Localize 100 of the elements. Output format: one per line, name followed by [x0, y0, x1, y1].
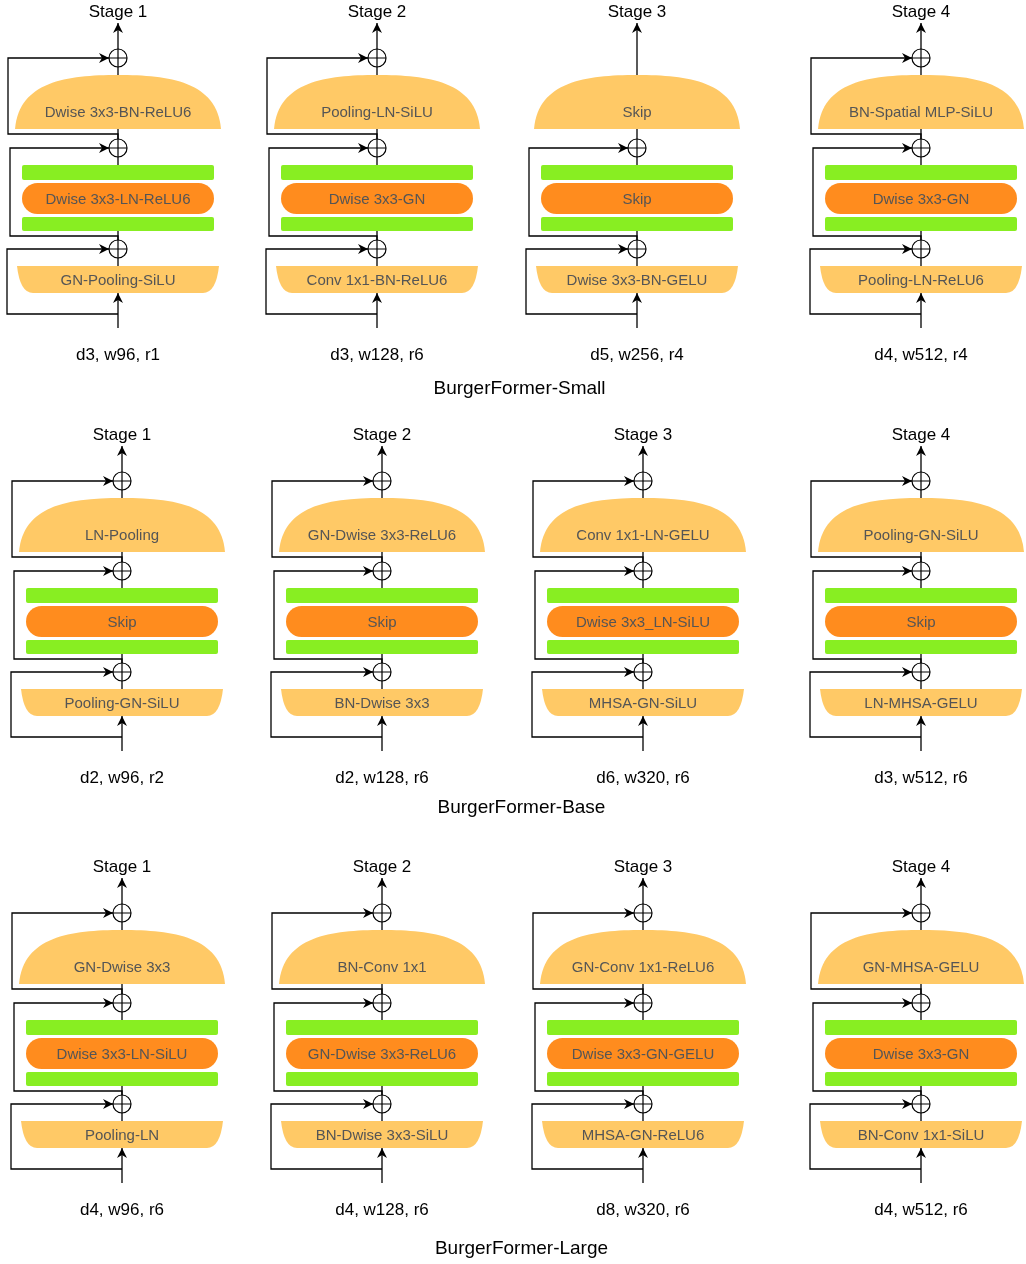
layer-label: MHSA-GN-SiLU	[588, 694, 698, 711]
skip-connection-arrow	[265, 244, 378, 315]
connector-line	[920, 257, 922, 267]
circled-plus-icon	[367, 138, 387, 158]
skip-connection-arrow	[13, 566, 123, 664]
skip-connection-arrow	[7, 53, 119, 140]
layer-label: LN-Pooling	[84, 526, 160, 543]
layer-bar	[286, 1020, 478, 1035]
circled-plus-icon	[633, 471, 653, 491]
skip-connection-arrow	[809, 1099, 922, 1170]
layer-label: BN-Spatial MLP-SiLU	[848, 103, 994, 120]
connector-line	[642, 1112, 644, 1122]
layer-label: Dwise 3x3-LN-ReLU6	[45, 190, 191, 207]
skip-connection-arrow	[810, 53, 922, 140]
stage-label: Stage 1	[92, 857, 152, 877]
skip-connection-arrow	[9, 143, 119, 241]
circled-plus-icon	[911, 993, 931, 1013]
circled-plus-icon	[627, 138, 647, 158]
arrow	[117, 1147, 127, 1184]
stage-label: Stage 2	[347, 2, 407, 22]
circled-plus-icon	[112, 993, 132, 1013]
skip-connection-arrow	[273, 566, 383, 664]
stage-label: Stage 1	[92, 425, 152, 445]
config-label: d2, w96, r2	[79, 768, 165, 788]
connector-line	[920, 921, 922, 931]
layer-bar	[22, 165, 214, 180]
layer-label: Dwise 3x3-GN	[328, 190, 426, 207]
arrow	[632, 22, 642, 76]
skip-connection-arrow	[534, 998, 644, 1096]
layer-bar	[26, 588, 218, 603]
arrow	[372, 22, 382, 50]
skip-connection-arrow	[812, 998, 922, 1096]
config-label: d4, w96, r6	[79, 1200, 165, 1220]
arrow	[377, 877, 387, 905]
skip-connection-arrow	[531, 1099, 644, 1170]
skip-connection-arrow	[809, 244, 922, 315]
layer-bar	[547, 1072, 739, 1086]
connector-line	[920, 680, 922, 690]
skip-connection-arrow	[273, 998, 383, 1096]
circled-plus-icon	[372, 662, 392, 682]
layer-bar	[547, 588, 739, 603]
skip-connection-arrow	[525, 244, 638, 315]
connector-line	[376, 257, 378, 267]
layer-bar	[22, 217, 214, 231]
circled-plus-icon	[108, 48, 128, 68]
config-label: d8, w320, r6	[596, 1200, 690, 1220]
skip-connection-arrow	[271, 476, 383, 563]
layer-label: Skip	[367, 613, 397, 630]
stage-label: Stage 2	[352, 425, 412, 445]
skip-connection-arrow	[271, 908, 383, 995]
stage-label: Stage 2	[352, 857, 412, 877]
arrow	[916, 715, 926, 752]
arrow	[638, 1147, 648, 1184]
stage-label: Stage 3	[613, 425, 673, 445]
connector-line	[117, 257, 119, 267]
layer-bar	[825, 165, 1017, 180]
layer-label: Skip	[622, 103, 652, 120]
connector-line	[920, 1011, 922, 1021]
model-title: BurgerFormer-Small	[433, 377, 606, 399]
skip-connection-arrow	[270, 1099, 383, 1170]
connector-line	[117, 156, 119, 166]
skip-connection-arrow	[809, 667, 922, 738]
arrow	[377, 445, 387, 473]
arrow	[377, 1147, 387, 1184]
circled-plus-icon	[112, 903, 132, 923]
circled-plus-icon	[627, 239, 647, 259]
connector-line	[920, 156, 922, 166]
config-label: d4, w128, r6	[335, 1200, 429, 1220]
stage-label: Stage 4	[891, 857, 951, 877]
circled-plus-icon	[112, 561, 132, 581]
arrow	[113, 292, 123, 329]
layer-label: Dwise 3x3-GN-GELU	[571, 1045, 715, 1062]
layer-label: GN-Conv 1x1-ReLU6	[571, 958, 715, 975]
layer-bar	[547, 1020, 739, 1035]
skip-connection-arrow	[11, 476, 123, 563]
circled-plus-icon	[372, 1094, 392, 1114]
skip-connection-arrow	[534, 566, 644, 664]
arrow	[117, 445, 127, 473]
layer-bar	[286, 1072, 478, 1086]
layer-label: GN-Dwise 3x3-ReLU6	[307, 1045, 457, 1062]
skip-connection-arrow	[532, 476, 644, 563]
arrow	[638, 877, 648, 905]
connector-line	[642, 579, 644, 589]
stage-label: Stage 4	[891, 2, 951, 22]
connector-line	[121, 1011, 123, 1021]
connector-line	[121, 1112, 123, 1122]
skip-connection-arrow	[531, 667, 644, 738]
circled-plus-icon	[112, 471, 132, 491]
circled-plus-icon	[367, 239, 387, 259]
connector-line	[121, 921, 123, 931]
circled-plus-icon	[112, 1094, 132, 1114]
layer-label: Dwise 3x3-LN-SiLU	[56, 1045, 188, 1062]
layer-label: LN-MHSA-GELU	[864, 694, 978, 711]
arrow	[916, 1147, 926, 1184]
config-label: d3, w96, r1	[75, 345, 161, 365]
stage-label: Stage 3	[613, 857, 673, 877]
layer-bar	[286, 588, 478, 603]
layer-bar	[286, 640, 478, 654]
connector-line	[381, 680, 383, 690]
layer-label: GN-MHSA-GELU	[862, 958, 980, 975]
